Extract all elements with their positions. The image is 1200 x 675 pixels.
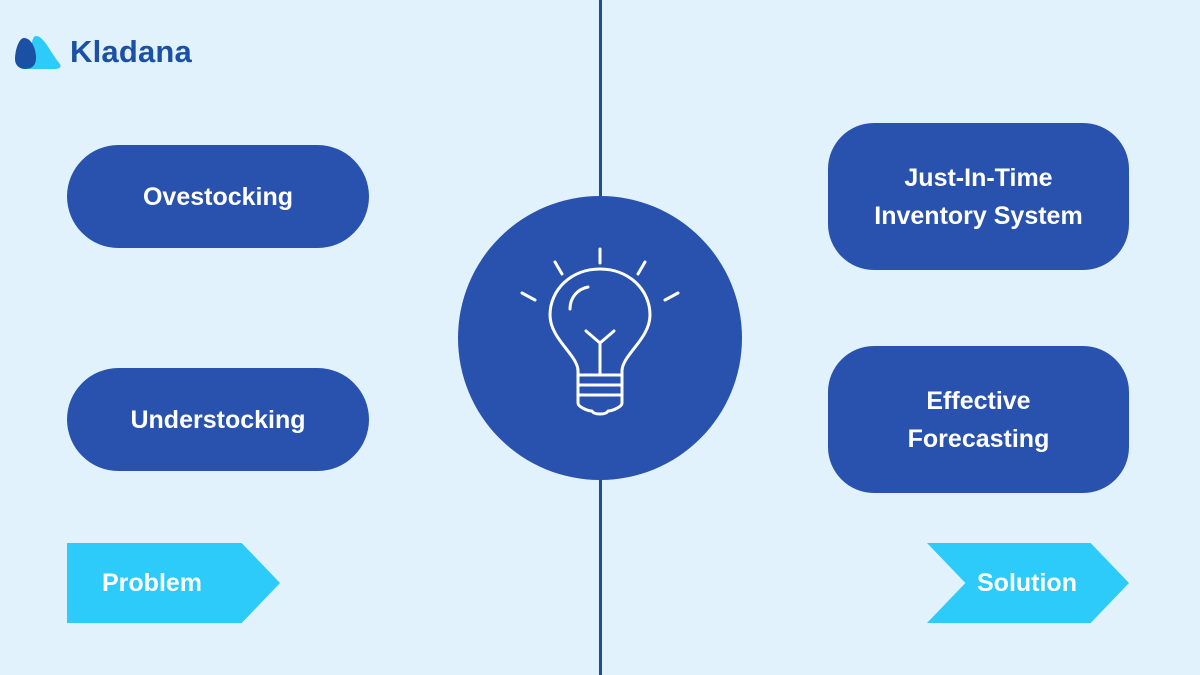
problem-box-understocking: Understocking: [67, 368, 369, 471]
problem-heading: Problem: [102, 568, 203, 597]
solution-line-1: Just-In-Time: [904, 163, 1053, 192]
problem-label: Understocking: [130, 405, 306, 434]
brand-logo: Kladana: [14, 32, 192, 72]
idea-circle: [458, 196, 742, 480]
solution-line-2: Forecasting: [907, 424, 1050, 453]
solution-line-1: Effective: [926, 386, 1031, 415]
solution-line-2: Inventory System: [874, 201, 1083, 230]
problem-label: Ovestocking: [142, 182, 294, 211]
kladana-mountain-logo-icon: [15, 36, 61, 69]
solution-heading: Solution: [977, 568, 1077, 597]
solution-arrow-label: Solution: [927, 543, 1129, 623]
lightbulb-icon: [520, 247, 680, 416]
brand-name: Kladana: [70, 34, 192, 69]
solution-box-jit: Just-In-Time Inventory System: [828, 123, 1129, 270]
problem-arrow-label: Problem: [67, 543, 280, 623]
solution-box-forecasting: Effective Forecasting: [828, 346, 1129, 493]
problem-box-overstocking: Ovestocking: [67, 145, 369, 248]
